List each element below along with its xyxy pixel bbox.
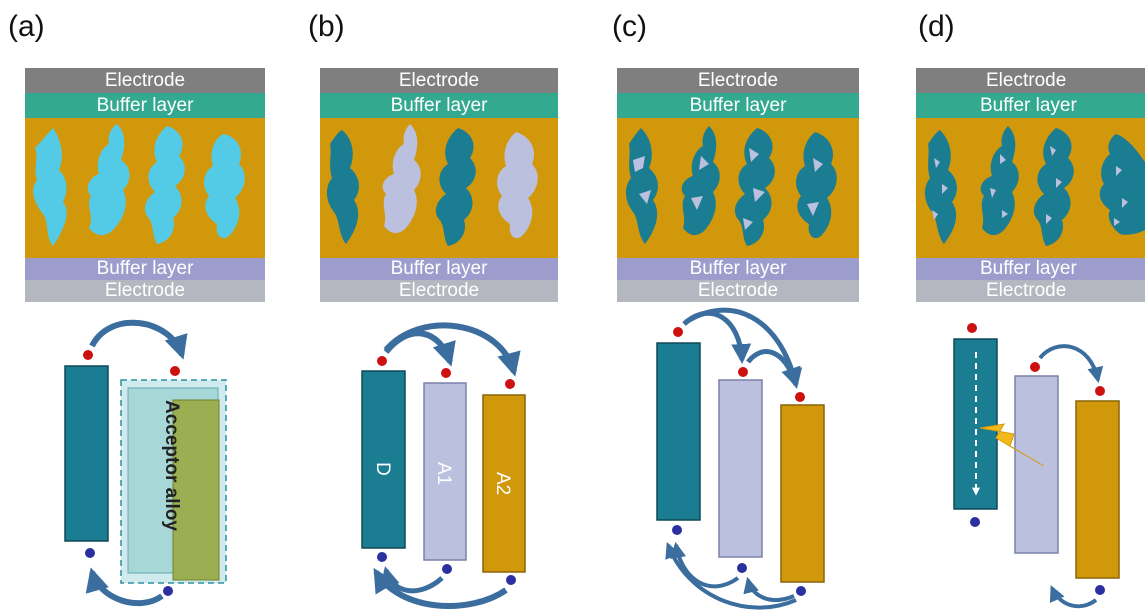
panel-a-hole-transfer-arrow (85, 567, 164, 607)
panel-c-electron-dot (738, 367, 748, 377)
panel-a-acceptor-2-box (172, 399, 220, 581)
panel-b-device-stack: Electrode Buffer layer Buffer layer Elec… (320, 68, 558, 302)
panel-b-active-layer (320, 118, 558, 258)
panel-a-device-stack: Electrode Buffer layer Buffer layer Elec… (25, 68, 265, 302)
panel-b-label: (b) (308, 10, 345, 43)
panel-c-electron-transfer-arrow (684, 307, 803, 389)
panel-d-donor-domains (924, 126, 1145, 246)
panel-b-donor-label: D (372, 462, 393, 476)
panel-c-device-stack: Electrode Buffer layer (617, 68, 859, 302)
panel-c-morphology (625, 126, 837, 246)
panel-d-electron-dot (1030, 362, 1040, 372)
panel-b-top-buffer-layer: Buffer layer (320, 93, 558, 118)
panel-c-electron-dot (673, 327, 683, 337)
panel-b-acceptor-1-box (423, 382, 467, 561)
panel-b-energy-diagram: D A1 A2 (361, 322, 526, 609)
panel-c-active-layer (617, 118, 859, 258)
panel-c-acceptor-1-box (718, 379, 763, 558)
lightning-icon (979, 423, 1045, 467)
panel-c-bottom-buffer-layer: Buffer layer (617, 258, 859, 280)
panel-b-electron-transfer-arrow (383, 322, 521, 377)
panel-c-acceptor-2-box (780, 404, 825, 583)
panel-a-bottom-electrode: Electrode (25, 280, 265, 302)
panel-b-hole-dot (442, 564, 452, 574)
panel-c-label: (c) (612, 10, 647, 43)
panel-c-electron-transfer-arrow (746, 349, 801, 388)
panel-d-label: (d) (918, 10, 955, 43)
panel-b-electron-dot (441, 368, 451, 378)
panel-a-top-buffer-layer: Buffer layer (25, 93, 265, 118)
panel-d-morphology (924, 126, 1145, 246)
panel-c-bottom-electrode: Electrode (617, 280, 859, 302)
panel-b-acceptor-2-label: A2 (492, 472, 513, 495)
panel-c-acceptor-inclusions (633, 148, 823, 230)
panel-a-hole-dot (85, 548, 95, 558)
panel-a-donor-box (64, 365, 109, 542)
panel-d-hole-dot (970, 517, 980, 527)
panel-b-hole-dot (506, 575, 516, 585)
panel-a-electron-dot (83, 350, 93, 360)
panel-a-active-layer (25, 118, 265, 258)
panel-c-donor-domains (625, 126, 837, 246)
panel-a-bottom-buffer-layer: Buffer layer (25, 258, 265, 280)
panel-c-donor-box (656, 342, 701, 521)
panel-d-acceptor-2-box (1075, 400, 1120, 579)
panel-c-energy-diagram (656, 307, 825, 610)
panel-c-hole-transfer-arrow (665, 542, 797, 610)
panel-d-electron-dot (1095, 386, 1105, 396)
panel-a-electron-transfer-arrow (89, 319, 188, 360)
panel-c-hole-transfer-arrow (743, 576, 795, 602)
panel-d-device-stack: Electrode Buffer layer Buffer layer Elec (916, 68, 1145, 302)
panel-a-electron-dot (170, 366, 180, 376)
panel-c-top-electrode: Electrode (617, 68, 859, 93)
panel-b-hole-dot (377, 552, 387, 562)
panel-b-bottom-electrode: Electrode (320, 280, 558, 302)
panel-a-energy-diagram: Acceptor alloy (64, 319, 227, 607)
panel-b-electron-dot (377, 356, 387, 366)
panel-d-hole-transfer-arrow (1049, 585, 1098, 609)
panel-c-hole-dot (796, 586, 806, 596)
panel-d-hole-dot (1095, 585, 1105, 595)
panel-d-top-electrode: Electrode (916, 68, 1145, 93)
panel-a-acceptor-domains (33, 124, 245, 246)
panel-b-top-electrode: Electrode (320, 68, 558, 93)
panel-a-label: (a) (8, 10, 45, 43)
panel-d-electron-dot (967, 323, 977, 333)
panel-c-hole-dot (737, 563, 747, 573)
panel-b-morphology (326, 124, 538, 246)
panel-b-acceptor-2-box (482, 394, 526, 573)
panel-c-electron-dot (795, 392, 805, 402)
panel-d-active-layer (916, 118, 1145, 258)
panel-a-morphology (33, 124, 245, 246)
panel-d-acceptor-1-box (1014, 375, 1059, 554)
panel-d-top-buffer-layer: Buffer layer (916, 93, 1145, 118)
panel-b-domains (326, 124, 538, 246)
panel-a-acceptor-alloy-label: Acceptor alloy (161, 400, 182, 531)
panel-d-energy-diagram (953, 323, 1120, 609)
panel-b-hole-transfer-arrow (373, 567, 508, 609)
panel-d-bottom-electrode: Electrode (916, 280, 1145, 302)
panel-b-acceptor-1-label: A1 (433, 462, 454, 485)
panel-a-top-electrode: Electrode (25, 68, 265, 93)
panel-a-hole-dot (163, 586, 173, 596)
panel-d-electron-transfer-arrow (1038, 344, 1104, 384)
panel-c-top-buffer-layer: Buffer layer (617, 93, 859, 118)
panel-d-bottom-buffer-layer: Buffer layer (916, 258, 1145, 280)
panel-b-bottom-buffer-layer: Buffer layer (320, 258, 558, 280)
panel-c-hole-dot (672, 525, 682, 535)
panel-d-acceptor-inclusions (932, 146, 1128, 226)
panel-b-electron-dot (505, 379, 515, 389)
panel-b-donor-box (361, 370, 406, 549)
